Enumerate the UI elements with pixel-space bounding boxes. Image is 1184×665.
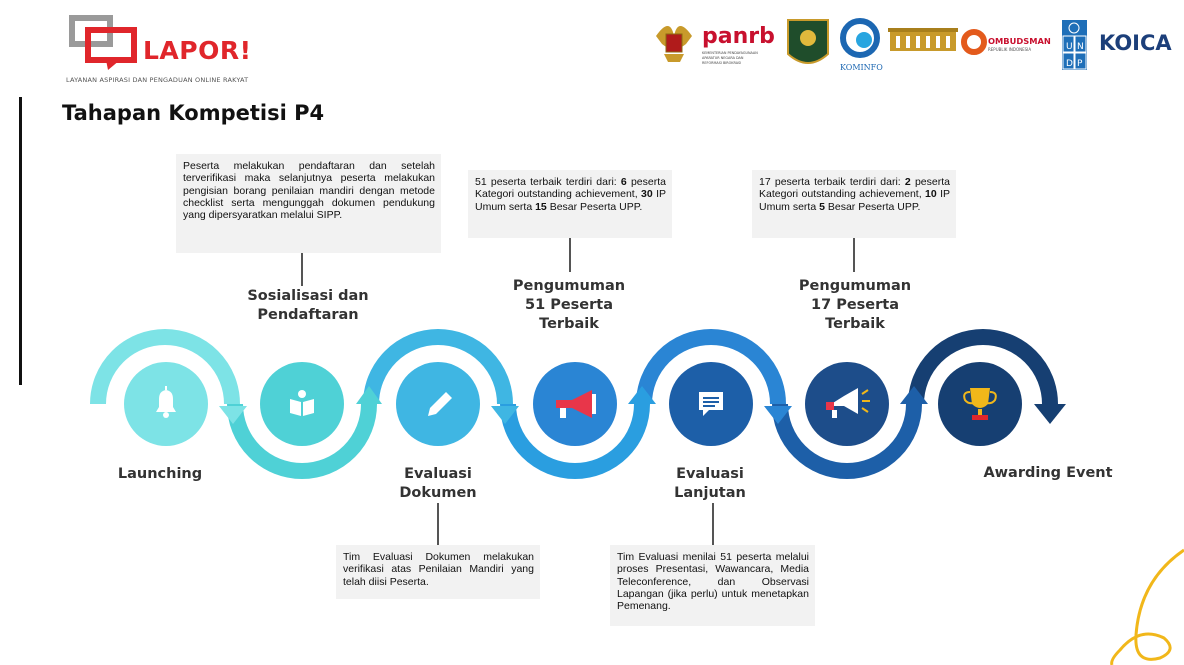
note-51-peserta: 51 peserta terbaik terdiri dari: 6 peser… [468,170,672,238]
note-pendaftaran: Peserta melakukan pendaftaran dan setela… [176,154,441,253]
svg-text:P: P [1077,59,1083,69]
connector-line [437,503,439,545]
svg-text:OMBUDSMAN: OMBUDSMAN [988,36,1051,46]
stage-label-launching: Launching [117,466,203,482]
stage-circle-sosialisasi [260,362,344,446]
decorative-swirl-icon [1110,548,1184,665]
koica-logo: KOICA [1099,31,1172,55]
partner-logos: panrb KEMENTERIAN PENDAYAGUNAAN APARATUR… [656,18,1172,72]
side-rule [19,97,22,385]
note-17-peserta: 17 peserta terbaik terdiri dari: 2 peser… [752,170,956,238]
note-evaluasi-dokumen: Tim Evaluasi Dokumen melakukan verifikas… [336,545,540,599]
connector-line [569,238,571,272]
undp-logo-icon: U N D P [1062,20,1087,70]
chat-icon [699,392,723,416]
kemendagri-emblem-icon [787,19,829,64]
page-title: Tahapan Kompetisi P4 [62,101,325,125]
megaphone-icon [826,388,870,418]
garuda-emblem-icon [656,26,692,62]
svg-text:APARATUR NEGARA DAN: APARATUR NEGARA DAN [702,56,744,60]
panrb-logo: panrb [702,24,775,49]
stage-label-awarding: Awarding Event [983,465,1113,481]
kominfo-logo-icon: KOMINFO [840,18,883,72]
brand-name: LAPOR! [143,36,252,65]
svg-text:KOMINFO: KOMINFO [840,63,883,72]
svg-text:D: D [1066,59,1073,69]
book-icon [290,390,314,416]
connector-line [853,238,855,272]
brand-tagline: LAYANAN ASPIRASI DAN PENGADUAN ONLINE RA… [66,76,249,84]
ombudsman-logo-icon: OMBUDSMAN REPUBLIK INDONESIA [961,29,1051,55]
svg-text:KEMENTERIAN PENDAYAGUNAAN: KEMENTERIAN PENDAYAGUNAAN [702,51,758,55]
svg-text:REPUBLIK INDONESIA: REPUBLIK INDONESIA [988,47,1031,52]
trophy-icon [963,388,997,420]
connector-line [712,503,714,545]
svg-text:N: N [1077,42,1084,52]
svg-text:REFORMASI BIROKRASI: REFORMASI BIROKRASI [702,61,741,65]
setneg-building-icon [888,28,958,51]
note-evaluasi-lanjutan: Tim Evaluasi menilai 51 peserta melalui … [610,545,815,626]
lapor-logo [69,15,137,70]
svg-text:U: U [1066,42,1073,52]
pencil-icon [428,392,452,416]
bell-icon [156,386,176,418]
megaphone-icon [556,390,596,418]
connector-line [301,253,303,286]
